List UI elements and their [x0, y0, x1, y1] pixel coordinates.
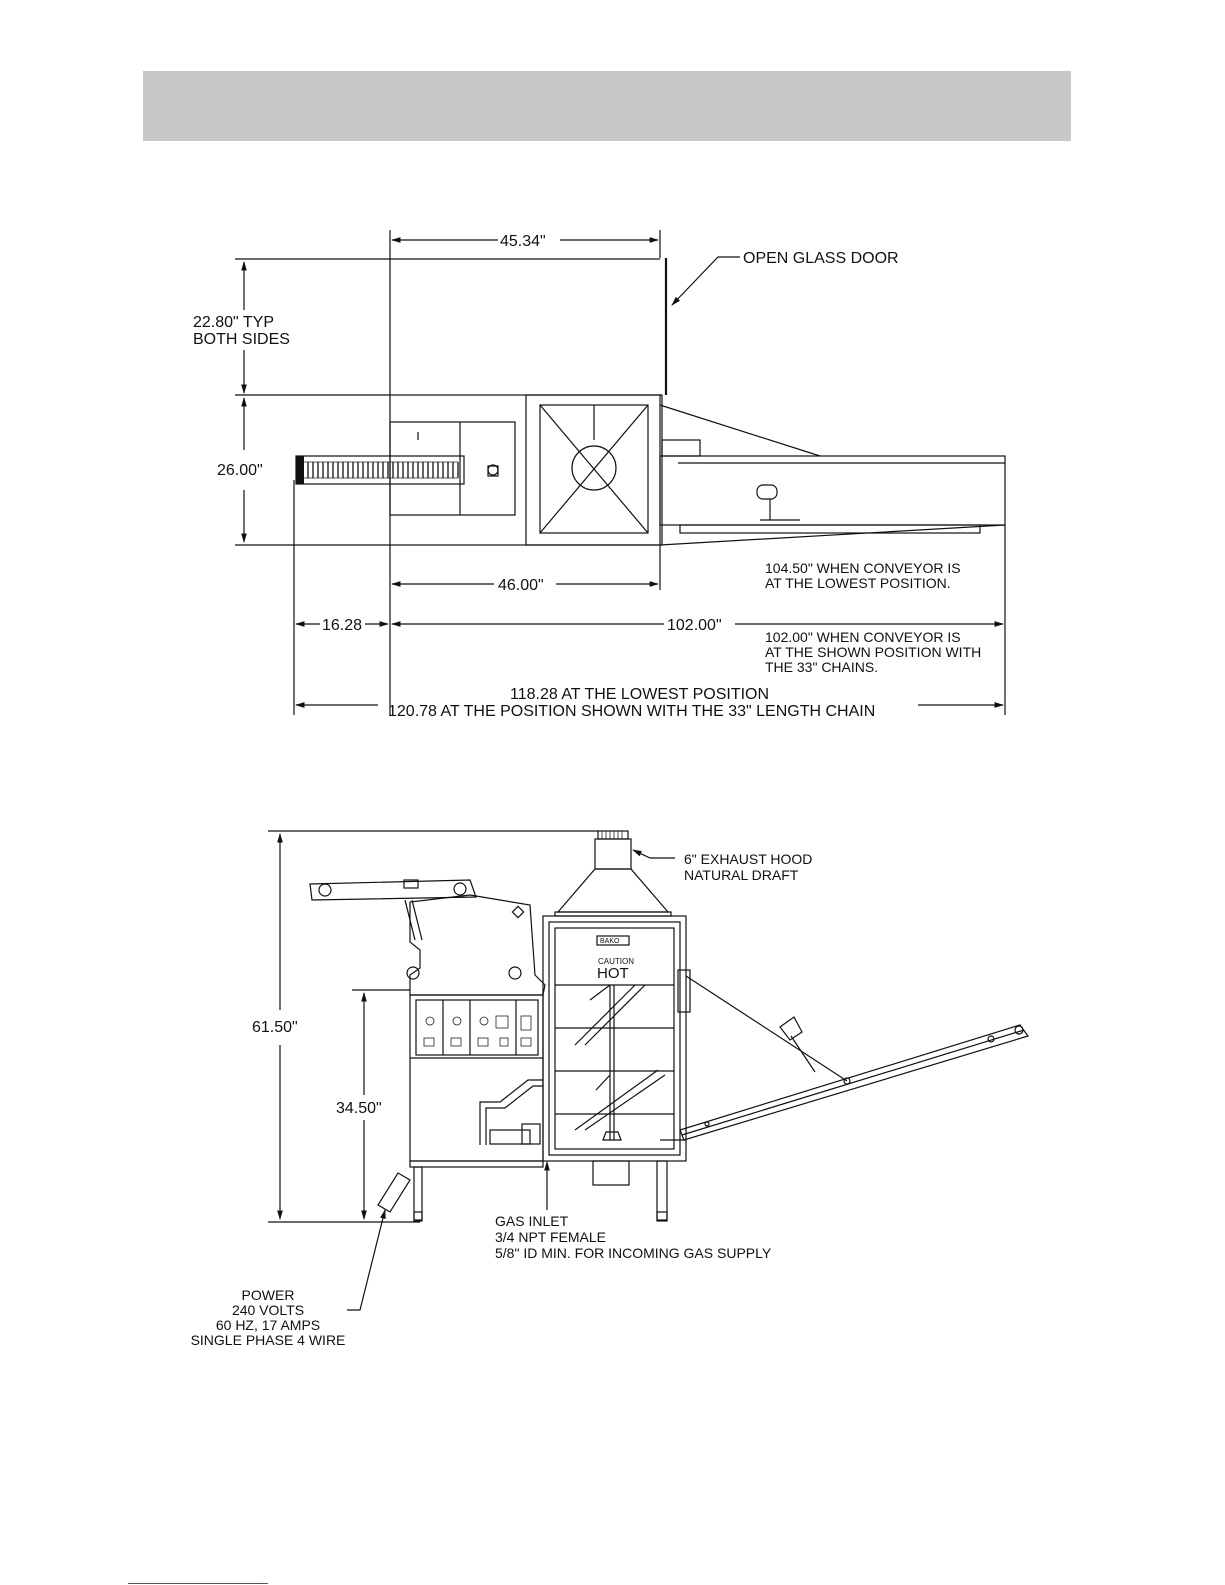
dim-22-80-label-1: 22.80" TYP — [193, 314, 274, 331]
dim-102-00-label: 102.00" — [667, 617, 722, 634]
note-104-50-line2: AT THE LOWEST POSITION. — [765, 575, 951, 591]
dim-61-50-label: 61.50" — [252, 1019, 298, 1036]
dim-22-80-label-2: BOTH SIDES — [193, 331, 290, 348]
exhaust-hood-label-1: 6" EXHAUST HOOD — [684, 851, 812, 867]
hot-label: HOT — [597, 965, 629, 982]
control-panel — [415, 999, 539, 1056]
gas-inlet-label-2: 3/4 NPT FEMALE — [495, 1229, 606, 1245]
note-104-50-line1: 104.50" WHEN CONVEYOR IS — [765, 560, 961, 576]
divider-body-top — [389, 421, 516, 516]
overall-length-line2: 120.78 AT THE POSITION SHOWN WITH THE 33… — [388, 703, 875, 720]
dim-46-00-label: 46.00" — [498, 577, 544, 594]
note-102-00-line1: 102.00" WHEN CONVEYOR IS — [765, 629, 961, 645]
footer-link-underline — [128, 1583, 268, 1584]
header-band — [143, 71, 1071, 141]
exhaust-hood-label-2: NATURAL DRAFT — [684, 867, 799, 883]
overall-length-line1: 118.28 AT THE LOWEST POSITION — [510, 686, 769, 703]
gas-inlet-label-1: GAS INLET — [495, 1213, 569, 1229]
exhaust-hood-side — [594, 838, 632, 870]
power-label-2: 240 VOLTS — [232, 1302, 304, 1318]
dim-45-34-label: 45.34" — [500, 233, 546, 250]
brand-badge: BAKO — [600, 938, 620, 945]
dim-26-00-label: 26.00" — [217, 462, 263, 479]
discharge-conveyor-side — [679, 1024, 1029, 1141]
exhaust-hood-top — [571, 445, 617, 491]
divider-cabinet-side — [409, 994, 544, 1162]
power-label-4: SINGLE PHASE 4 WIRE — [191, 1332, 346, 1348]
power-label-1: POWER — [242, 1287, 295, 1303]
discharge-conveyor-top — [659, 455, 1006, 526]
dim-16-28-label: 16.28 — [322, 617, 362, 634]
open-glass-door-label: OPEN GLASS DOOR — [743, 250, 899, 267]
top-view: 45.34" OPEN GLASS DOOR 22.80" TYP BOTH S… — [193, 230, 1006, 720]
gas-inlet-label-3: 5/8" ID MIN. FOR INCOMING GAS SUPPLY — [495, 1245, 772, 1261]
side-view: 61.50" 34.50" 6" EXHAUST HOOD NATURAL DR… — [191, 830, 1029, 1348]
feed-conveyor-top — [295, 455, 465, 485]
note-102-00-line2: AT THE SHOWN POSITION WITH — [765, 644, 981, 660]
caution-label: CAUTION — [598, 957, 634, 966]
power-label-3: 60 HZ, 17 AMPS — [216, 1317, 320, 1333]
note-102-00-line3: THE 33" CHAINS. — [765, 659, 878, 675]
dim-34-50-label: 34.50" — [336, 1100, 382, 1117]
